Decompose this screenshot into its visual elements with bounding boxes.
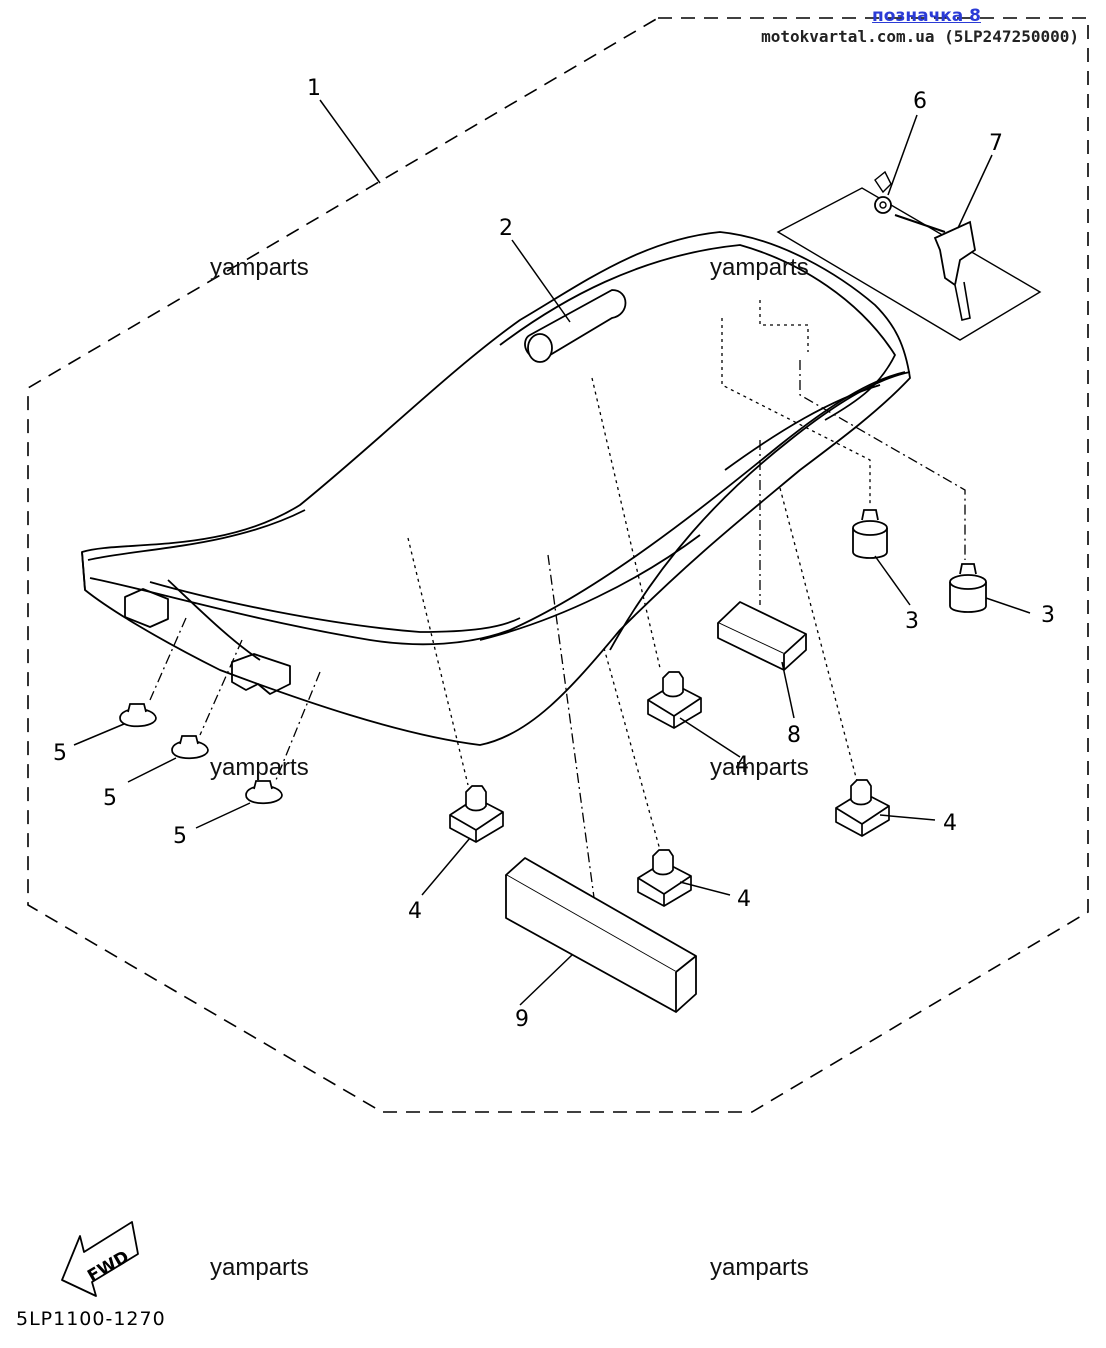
header-link[interactable]: позначка 8: [872, 6, 981, 26]
callout-6: 6: [913, 89, 927, 114]
damper-part: [852, 509, 987, 613]
header-source: motokvartal.com.ua (5LP247250000): [761, 27, 1079, 46]
fwd-arrow-icon: FWD: [61, 1221, 139, 1297]
large-pad-part: [505, 857, 697, 1013]
assembly-boundary: [27, 17, 1089, 1113]
callout-5-c: 5: [173, 824, 187, 849]
callout-1: 1: [307, 76, 321, 101]
watermark-text: yamparts: [210, 1254, 309, 1281]
holder-part: [449, 671, 890, 907]
lock-assembly: [776, 170, 1042, 341]
seat-body: [81, 231, 911, 746]
watermark-text: yamparts: [210, 254, 309, 281]
diagram-code: 5LP1100-1270: [16, 1308, 166, 1330]
callout-2: 2: [499, 216, 513, 241]
pad-part: [717, 601, 807, 671]
callout-4-c: 4: [737, 887, 751, 912]
callout-7: 7: [989, 131, 1003, 156]
watermark-text: yamparts: [710, 254, 809, 281]
callout-5-b: 5: [103, 786, 117, 811]
seat-tape-part: [524, 289, 627, 363]
callout-4-a: 4: [735, 753, 749, 778]
callout-4-b: 4: [943, 811, 957, 836]
watermark-text: yamparts: [710, 754, 809, 781]
callout-4-d: 4: [408, 899, 422, 924]
watermark-text: yamparts: [210, 754, 309, 781]
callout-9: 9: [515, 1007, 529, 1032]
callout-5-a: 5: [53, 741, 67, 766]
watermark-text: yamparts: [710, 1254, 809, 1281]
mounting-guides: [149, 300, 966, 906]
callout-3-left: 3: [905, 609, 919, 634]
callout-3-right: 3: [1041, 603, 1055, 628]
clip-part: [119, 703, 283, 805]
callout-leaders: [73, 99, 1031, 1006]
callout-8: 8: [787, 723, 801, 748]
